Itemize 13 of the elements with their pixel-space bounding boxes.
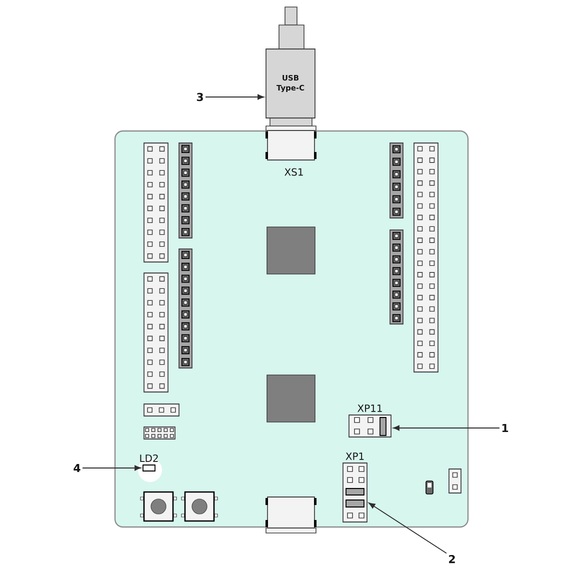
leader-line — [82, 465, 142, 471]
node-label: XP1 — [346, 452, 364, 460]
part-label: XS1 — [284, 168, 303, 176]
callout-number: 2 — [449, 554, 455, 564]
callout-number: 3 — [196, 92, 203, 102]
led: LD2 — [140, 454, 158, 472]
callout-number: 1 — [502, 424, 508, 432]
node-label: XP11 — [358, 404, 382, 412]
node-label: LD2 — [140, 454, 158, 462]
leader-line — [205, 94, 264, 100]
leader-line — [368, 502, 447, 554]
callout-number: 4 — [74, 464, 80, 472]
leader-line — [392, 425, 500, 431]
